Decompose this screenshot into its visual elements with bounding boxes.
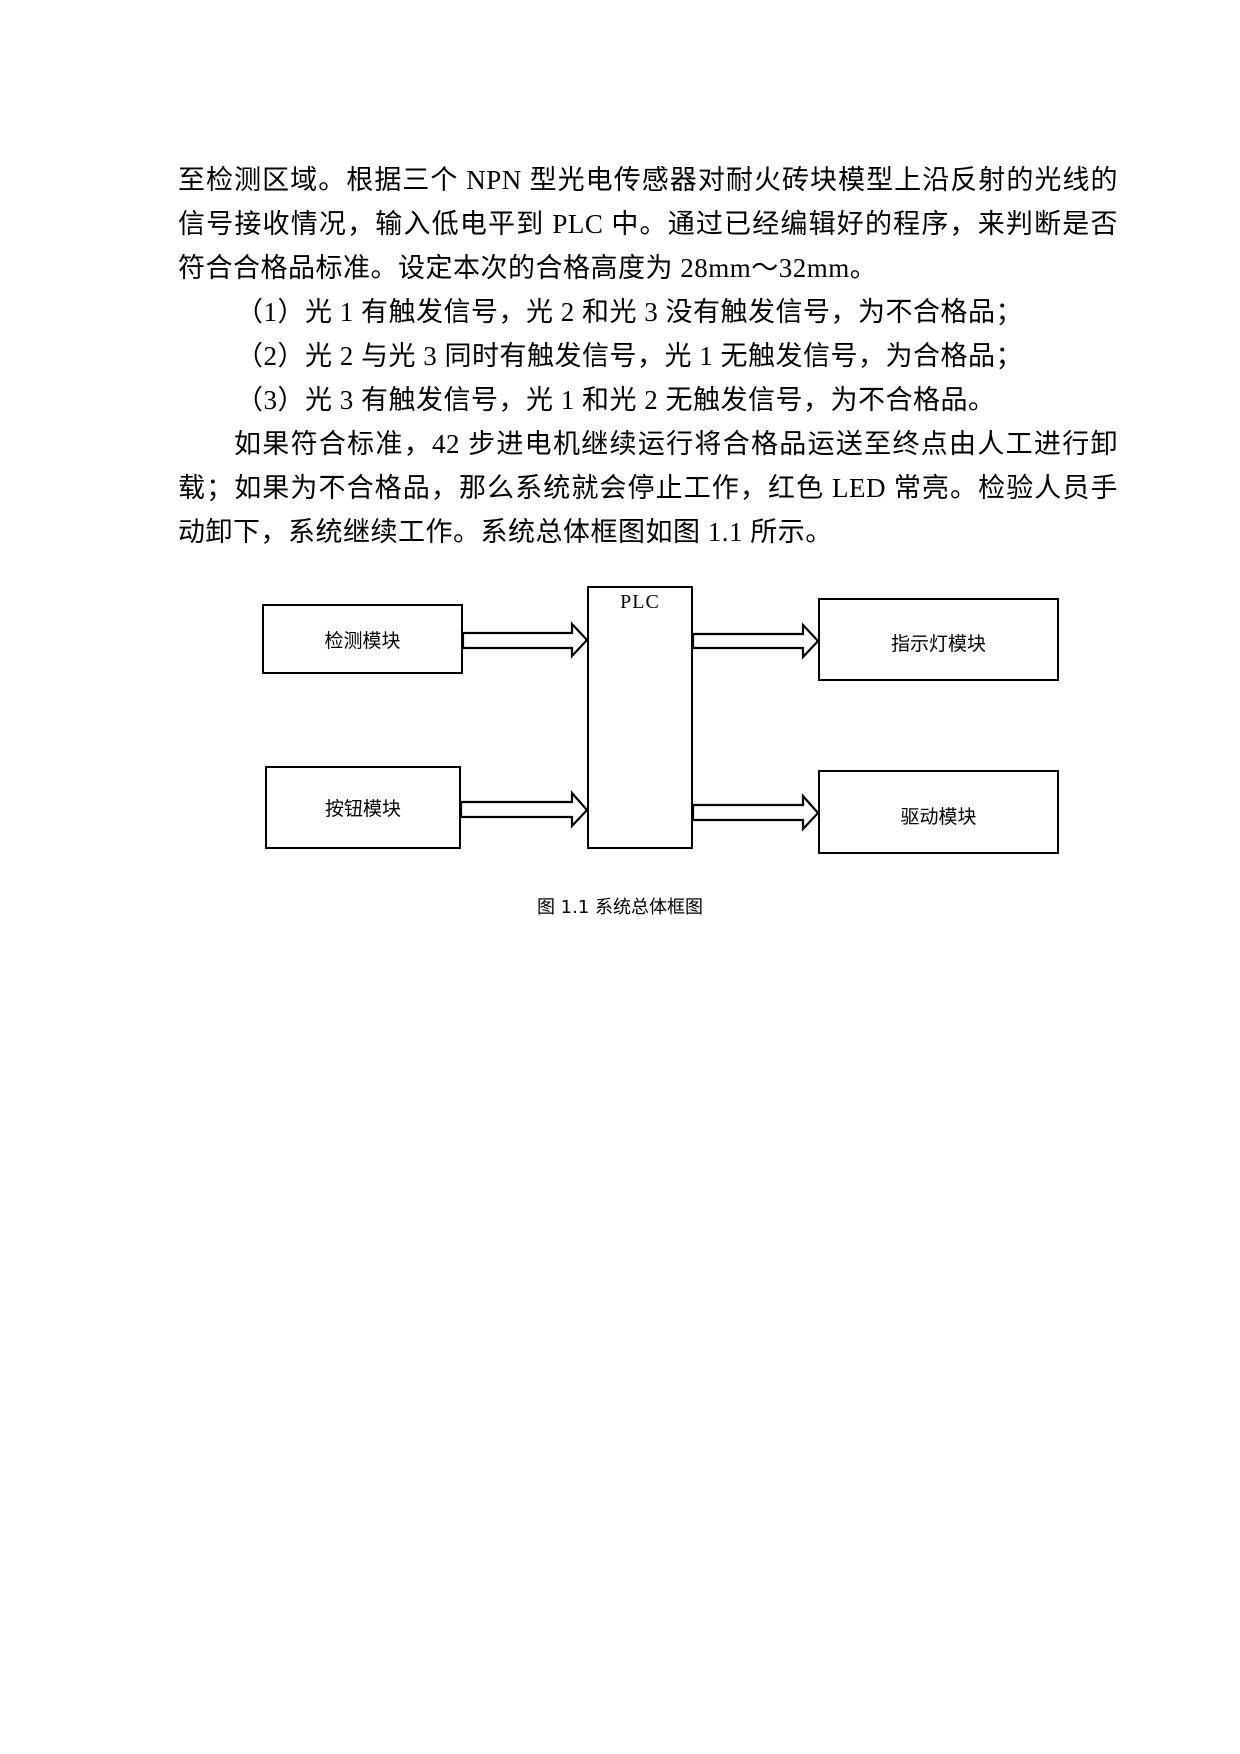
detect-module-block: 检测模块 xyxy=(262,604,463,674)
drive-module-block: 驱动模块 xyxy=(818,770,1059,854)
arrow-plc-to-indicator xyxy=(691,622,820,660)
paragraph-sensor-description: 至检测区域。根据三个 NPN 型光电传感器对耐火砖块模型上沿反射的光线的信号接收… xyxy=(178,165,1118,283)
detect-module-label: 检测模块 xyxy=(324,629,401,652)
indicator-module-label: 指示灯模块 xyxy=(890,633,986,655)
plc-block: PLC xyxy=(587,586,693,849)
indicator-module-block: 指示灯模块 xyxy=(818,598,1059,681)
condition-list: （1）光 1 有触发信号，光 2 和光 3 没有触发信号，为不合格品； （2）光… xyxy=(178,290,1118,422)
paragraph-system-behavior: 如果符合标准，42 步进电机继续运行将合格品运送至终点由人工进行卸载；如果为不合… xyxy=(178,429,1118,547)
plc-label: PLC xyxy=(620,591,660,613)
arrow-plc-to-drive xyxy=(691,793,820,832)
drive-module-label: 驱动模块 xyxy=(900,805,977,828)
arrow-detect-to-plc xyxy=(461,621,589,659)
condition-item-1: （1）光 1 有触发信号，光 2 和光 3 没有触发信号，为不合格品； xyxy=(236,297,1023,327)
condition-item-3: （3）光 3 有触发信号，光 1 和光 2 无触发信号，为不合格品。 xyxy=(236,385,996,415)
button-module-block: 按钮模块 xyxy=(265,766,461,849)
figure-caption: 图 1.1 系统总体框图 xyxy=(536,897,704,918)
condition-item-2: （2）光 2 与光 3 同时有触发信号，光 1 无触发信号，为合格品； xyxy=(236,341,1023,371)
arrow-button-to-plc xyxy=(459,790,589,829)
system-block-diagram: 检测模块 按钮模块 PLC 指示灯模块 驱动模块 xyxy=(262,586,1059,854)
button-module-label: 按钮模块 xyxy=(324,798,401,820)
